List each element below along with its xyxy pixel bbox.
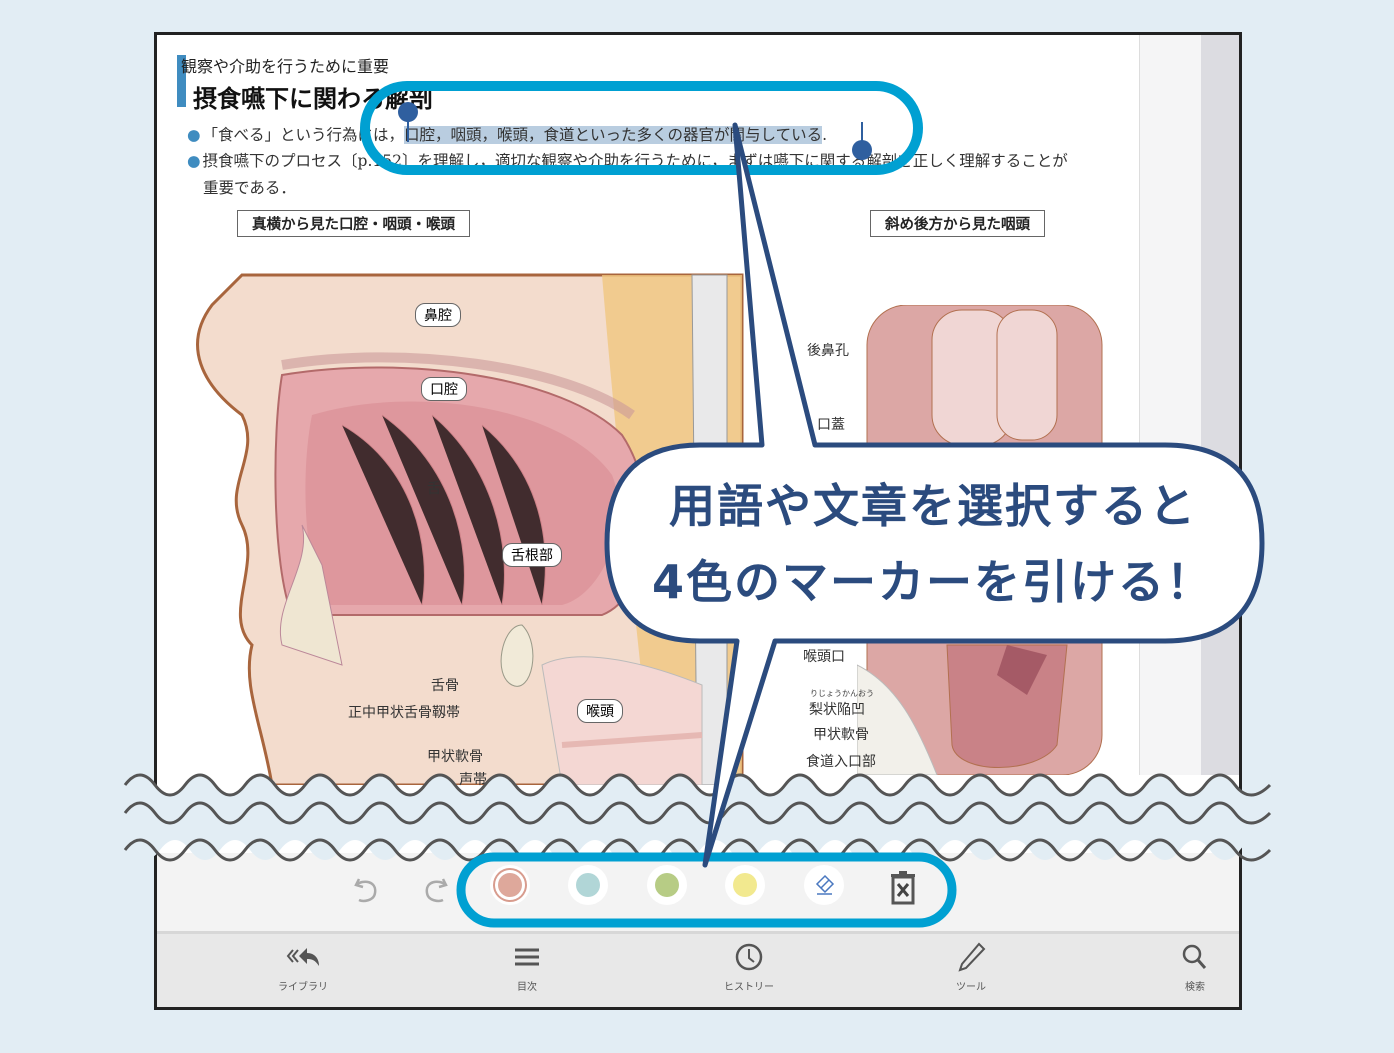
redo-icon[interactable]	[421, 875, 449, 905]
page-margin	[1139, 35, 1202, 775]
bullet-text: 「食べる」という行為には，	[202, 126, 405, 144]
bottom-nav: ライブラリ 目次 ヒストリー ツール 検索	[157, 934, 1239, 1007]
label-tongue-root: 舌根部	[502, 543, 562, 567]
title-accent-bar	[177, 55, 186, 107]
undo-icon[interactable]	[353, 875, 381, 905]
nav-history-label: ヒストリー	[724, 982, 774, 993]
document-page: 観察や介助を行うために重要 摂食嚥下に関わる解剖 ●「食べる」という行為には，口…	[157, 35, 1139, 788]
nav-toc-label: 目次	[517, 982, 537, 993]
scrollbar-track[interactable]	[1201, 35, 1239, 775]
callout-line-2: 4色のマーカーを引ける！	[651, 555, 1214, 609]
selection-highlight-outline	[360, 81, 923, 175]
menu-list-icon	[515, 948, 539, 966]
selection-start-handle	[398, 102, 418, 122]
nav-search[interactable]: 検索	[1145, 942, 1239, 993]
label-piriform-ruby: りじょうかんおう	[810, 689, 874, 698]
page-cut-divider	[123, 773, 1272, 862]
bullet-2-cont: 重要である．	[203, 179, 296, 197]
label-laryngeal-inlet: 喉頭口	[803, 649, 845, 665]
label-choanae: 後鼻孔	[807, 343, 849, 359]
nav-history[interactable]: ヒストリー	[699, 942, 799, 993]
marker-blue-button[interactable]	[568, 865, 608, 905]
label-oral-cavity: 口腔	[421, 377, 467, 401]
pencil-icon	[958, 942, 986, 972]
label-larynx: 喉頭	[577, 699, 623, 723]
nav-search-label: 検索	[1185, 982, 1205, 993]
marker-yellow-button[interactable]	[725, 865, 765, 905]
label-thyrohyoid-ligament: 正中甲状舌骨靱帯	[348, 705, 460, 721]
bullet-text-end: .	[822, 126, 828, 144]
callout-text: 用語や文章を選択すると 4色のマーカーを引ける！	[607, 468, 1259, 620]
figure-left-title: 真横から見た口腔・咽頭・喉頭	[237, 210, 470, 237]
label-hyoid: 舌骨	[431, 678, 459, 694]
label-piriform-recess: 梨状陥凹	[809, 702, 865, 718]
label-vocal-cord: 声帯	[459, 772, 487, 788]
nav-tools-label: ツール	[956, 982, 986, 993]
figure-right-title: 斜め後方から見た咽頭	[870, 210, 1045, 237]
marker-red-button[interactable]	[490, 865, 530, 905]
label-nasal-cavity: 鼻腔	[415, 303, 461, 327]
marker-green-button[interactable]	[647, 865, 687, 905]
bullet-1[interactable]: ●「食べる」という行為には，口腔，咽頭，喉頭，食道といった多くの器官が関与してい…	[187, 126, 828, 144]
selection-end-handle	[852, 140, 872, 160]
trash-icon[interactable]	[890, 871, 916, 905]
callout-line-1: 用語や文章を選択すると	[669, 479, 1197, 533]
section-kicker: 観察や介助を行うために重要	[181, 57, 390, 76]
library-back-icon	[286, 948, 319, 966]
label-thyroid-cartilage-right: 甲状軟骨	[813, 727, 869, 743]
search-icon	[1182, 944, 1207, 969]
nav-tools[interactable]: ツール	[921, 942, 1021, 993]
callout-bubble	[604, 122, 1265, 868]
eraser-icon	[815, 874, 835, 895]
label-esophageal-inlet: 食道入口部	[806, 754, 876, 770]
nav-library[interactable]: ライブラリ	[253, 942, 353, 993]
nav-library-label: ライブラリ	[278, 982, 328, 993]
tablet-screen: 観察や介助を行うために重要 摂食嚥下に関わる解剖 ●「食べる」という行為には，口…	[154, 32, 1242, 1010]
eraser-button[interactable]	[804, 865, 844, 905]
label-thyroid-cartilage-left: 甲状軟骨	[427, 749, 483, 765]
clock-icon	[735, 943, 763, 971]
selected-text[interactable]: 口腔，咽頭，喉頭，食道といった多くの器官が関与している	[404, 126, 823, 144]
label-soft-palate: 口蓋	[817, 417, 845, 433]
label-tongue: 舌	[427, 481, 441, 497]
nav-toc[interactable]: 目次	[477, 942, 577, 993]
